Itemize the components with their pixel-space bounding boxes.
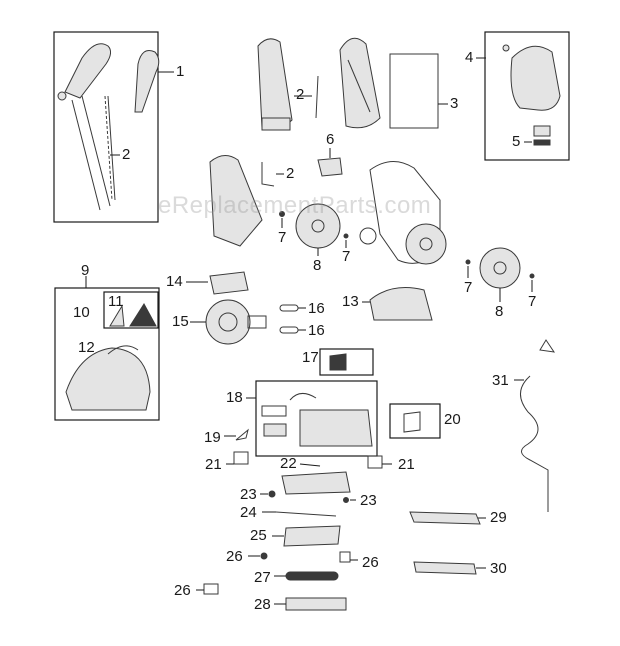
- bracket-21b: [367, 455, 383, 469]
- gasket-16a: [279, 304, 299, 312]
- callout-20: 20: [444, 411, 461, 428]
- callout-7: 7: [342, 248, 351, 265]
- leader-lines: [85, 57, 533, 605]
- part-25: [283, 525, 341, 547]
- callout-26: 26: [362, 554, 379, 571]
- callout-2: 2: [296, 86, 305, 103]
- callout-16: 16: [308, 322, 325, 339]
- callout-23: 23: [240, 486, 257, 503]
- label-sheet-part: [389, 53, 439, 129]
- callout-6: 6: [326, 131, 335, 148]
- small-rod-part: [261, 162, 275, 187]
- part-20-box: [389, 403, 441, 439]
- callout-26: 26: [174, 582, 191, 599]
- callout-13: 13: [342, 293, 359, 310]
- bracket-21a: [233, 451, 249, 465]
- callout-2: 2: [122, 146, 131, 163]
- callout-8: 8: [495, 303, 504, 320]
- callout-29: 29: [490, 509, 507, 526]
- callout-11: 11: [108, 293, 124, 310]
- callout-4: 4: [465, 49, 474, 66]
- callout-16: 16: [308, 300, 325, 317]
- watermark-text: eReplacementParts.com: [158, 192, 432, 219]
- part-6: [317, 157, 343, 177]
- part-19: [235, 428, 249, 441]
- callout-5: 5: [512, 133, 521, 150]
- brush-roll-part: [285, 571, 339, 581]
- hood-part: [65, 347, 151, 411]
- part-20: [403, 411, 421, 433]
- part-17: [329, 353, 347, 371]
- callout-21: 21: [398, 456, 415, 473]
- pump-assembly-part: [261, 393, 373, 447]
- pump-group-box: [255, 380, 378, 457]
- callout-19: 19: [204, 429, 221, 446]
- part-26b: [339, 551, 351, 563]
- callout-3: 3: [450, 95, 459, 112]
- part-30: [413, 561, 477, 575]
- brush-part: [285, 597, 347, 611]
- callout-12: 12: [78, 339, 95, 356]
- callout-17: 17: [302, 349, 319, 366]
- callout-22: 22: [280, 455, 297, 472]
- callout-30: 30: [490, 560, 507, 577]
- callout-10: 10: [73, 304, 90, 321]
- callout-23: 23: [360, 492, 377, 509]
- callout-2: 2: [286, 165, 295, 182]
- callout-1: 1: [176, 63, 185, 80]
- tube-part: [104, 95, 116, 201]
- nozzle-kit-box: [103, 291, 159, 329]
- hood-group-box: [54, 287, 160, 421]
- callout-24: 24: [240, 504, 257, 521]
- part-14: [209, 271, 249, 295]
- screw-7c: [465, 259, 471, 265]
- rear-cover-part: [339, 37, 381, 129]
- callout-15: 15: [172, 313, 189, 330]
- callout-18: 18: [226, 389, 243, 406]
- ring-part: [359, 227, 377, 245]
- callout-21: 21: [205, 456, 222, 473]
- tank-cap-part: [533, 125, 551, 146]
- part-12: [107, 345, 139, 355]
- callout-7: 7: [278, 229, 287, 246]
- screw-23b: [343, 497, 349, 503]
- motor-cover-part: [369, 287, 433, 321]
- screw-7b: [343, 233, 349, 239]
- callout-7: 7: [464, 279, 473, 296]
- screw-7d: [529, 273, 535, 279]
- screw-23a: [268, 490, 276, 498]
- callout-8: 8: [313, 257, 322, 274]
- callout-7: 7: [528, 293, 537, 310]
- callout-14: 14: [166, 273, 183, 290]
- callout-27: 27: [254, 569, 271, 586]
- callout-28: 28: [254, 596, 271, 613]
- screw-7a: [279, 211, 285, 217]
- part-26a: [260, 552, 268, 560]
- part-26c: [203, 583, 219, 595]
- gasket-16b: [279, 326, 299, 334]
- nozzle-cover-part: [281, 471, 351, 495]
- fan-housing-part: [205, 299, 267, 345]
- handle-group-box: [53, 31, 159, 223]
- rod-24: [275, 511, 337, 517]
- power-cord-part: [520, 375, 549, 512]
- part-29: [409, 511, 481, 525]
- part-10: [129, 303, 157, 327]
- clean-water-tank-part: [502, 44, 561, 111]
- callout-9: 9: [81, 262, 90, 279]
- part-11: [109, 304, 125, 327]
- plug-part: [539, 339, 556, 353]
- part-17-box: [319, 348, 374, 376]
- front-cover-part: [257, 38, 293, 131]
- callout-31: 31: [492, 372, 509, 389]
- callout-26: 26: [226, 548, 243, 565]
- wheel-right-part: [479, 247, 521, 289]
- callout-25: 25: [250, 527, 267, 544]
- latch-rod-part: [315, 75, 319, 119]
- handle-part: [57, 43, 160, 211]
- wheel-rear-part: [405, 223, 447, 265]
- tank-group-box: [484, 31, 570, 161]
